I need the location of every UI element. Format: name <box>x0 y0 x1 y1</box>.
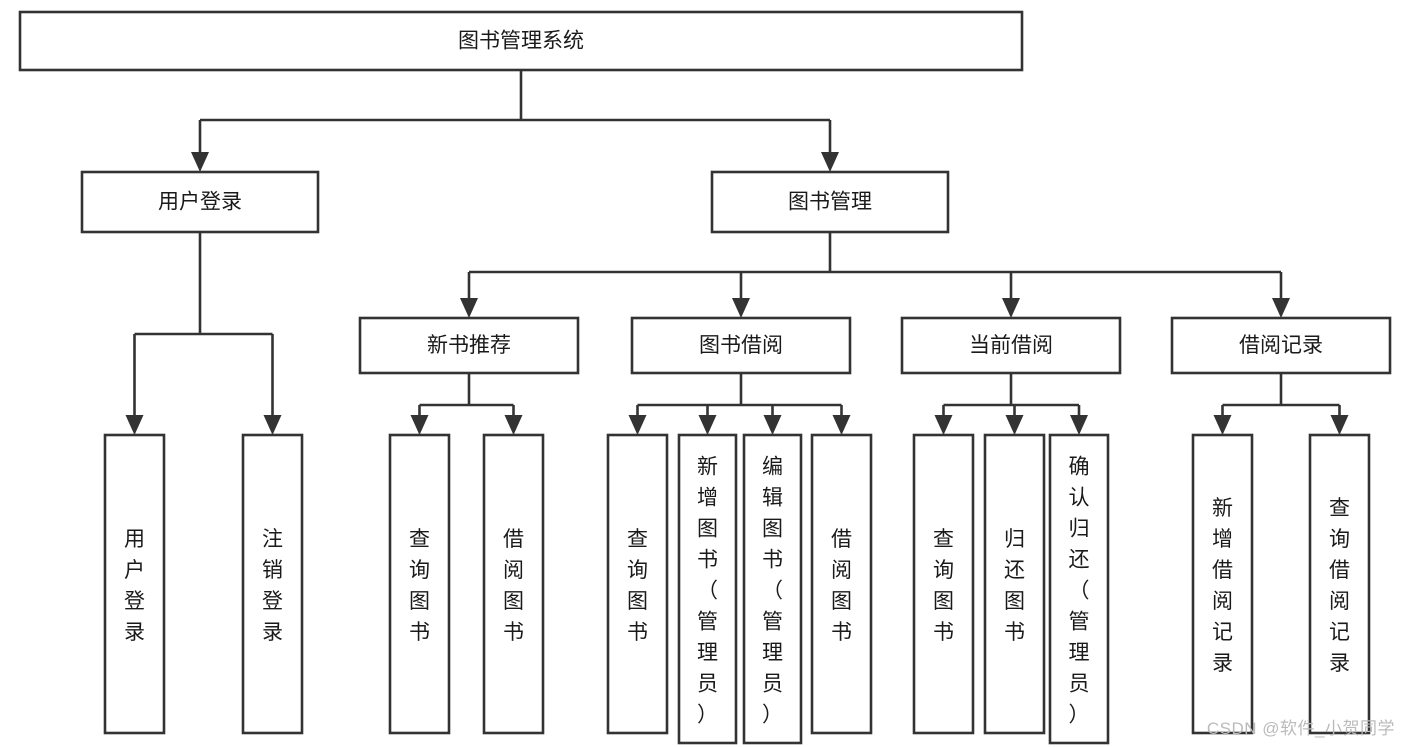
node-leaf-logout[interactable]: 注销登录 <box>241 433 304 735</box>
node-leaf-borrow-book-recommend[interactable]: 借阅图书 <box>482 433 545 735</box>
node-leaf-query-borrow-record[interactable]: 查询借阅记录 <box>1308 433 1371 735</box>
node-box <box>388 433 451 735</box>
node-box <box>241 433 304 735</box>
arrow-head-icon <box>1272 298 1290 318</box>
node-box <box>983 433 1046 735</box>
connectors-layer <box>125 70 1349 435</box>
node-book-borrow[interactable]: 图书借阅 <box>630 316 852 375</box>
node-leaf-edit-book[interactable]: 编辑图书（管理员） <box>742 433 803 745</box>
arrow-head-icon <box>1330 415 1349 435</box>
arrow-head-icon <box>1213 415 1232 435</box>
arrow-head-icon <box>934 415 953 435</box>
node-box <box>1308 433 1371 735</box>
node-box <box>710 170 950 234</box>
node-new-book-recommend[interactable]: 新书推荐 <box>358 316 580 375</box>
arrow-head-icon <box>698 415 717 435</box>
node-root-system[interactable]: 图书管理系统 <box>18 10 1024 72</box>
node-label: 图书管理 <box>788 191 872 214</box>
node-leaf-borrow-book[interactable]: 借阅图书 <box>810 433 873 735</box>
node-label: 图书管理系统 <box>458 30 584 53</box>
arrow-head-icon <box>460 298 478 318</box>
node-label: 编辑图书（管理员） <box>762 456 783 727</box>
node-user-login[interactable]: 用户登录 <box>80 170 320 234</box>
node-box <box>677 433 738 745</box>
node-leaf-query-book-recommend[interactable]: 查询图书 <box>388 433 451 735</box>
arrow-head-icon <box>821 152 839 172</box>
node-label: 新增图书（管理员） <box>697 456 718 727</box>
node-label: 借阅图书 <box>831 528 852 644</box>
node-label: 用户登录 <box>158 191 242 214</box>
node-box <box>810 433 873 735</box>
node-box <box>1170 316 1392 375</box>
node-label: 查询借阅记录 <box>1329 497 1350 675</box>
node-box <box>482 433 545 735</box>
node-label: 借阅记录 <box>1239 334 1323 357</box>
node-box <box>912 433 975 735</box>
node-label: 当前借阅 <box>969 334 1053 357</box>
node-borrow-record[interactable]: 借阅记录 <box>1170 316 1392 375</box>
arrow-head-icon <box>1002 298 1020 318</box>
nodes-layer: 图书管理系统用户登录图书管理新书推荐图书借阅当前借阅借阅记录用户登录注销登录查询… <box>18 10 1392 745</box>
node-current-borrow[interactable]: 当前借阅 <box>900 316 1122 375</box>
node-label: 查询图书 <box>409 528 430 644</box>
arrow-head-icon <box>263 415 282 435</box>
node-box <box>1048 433 1110 745</box>
node-leaf-return-book[interactable]: 归还图书 <box>983 433 1046 735</box>
node-box <box>742 433 803 745</box>
node-leaf-confirm-return[interactable]: 确认归还（管理员） <box>1048 433 1110 745</box>
node-leaf-query-book-borrow[interactable]: 查询图书 <box>606 433 669 735</box>
arrow-head-icon <box>732 298 750 318</box>
node-box <box>103 433 166 735</box>
node-box <box>606 433 669 735</box>
node-leaf-query-book-current[interactable]: 查询图书 <box>912 433 975 735</box>
node-box <box>630 316 852 375</box>
node-leaf-user-login[interactable]: 用户登录 <box>103 433 166 735</box>
arrow-head-icon <box>763 415 782 435</box>
node-label: 新书推荐 <box>427 334 511 357</box>
node-book-management[interactable]: 图书管理 <box>710 170 950 234</box>
node-label: 确认归还（管理员） <box>1069 456 1090 727</box>
node-label: 新增借阅记录 <box>1212 497 1233 675</box>
arrow-head-icon <box>1005 415 1024 435</box>
arrow-head-icon <box>832 415 851 435</box>
node-label: 借阅图书 <box>503 528 524 644</box>
node-label: 注销登录 <box>262 528 283 644</box>
arrow-head-icon <box>504 415 523 435</box>
arrow-head-icon <box>191 152 209 172</box>
arrow-head-icon <box>628 415 647 435</box>
arrow-head-icon <box>125 415 144 435</box>
arrow-head-icon <box>410 415 429 435</box>
arrow-head-icon <box>1070 415 1088 435</box>
node-box <box>80 170 320 234</box>
node-box <box>900 316 1122 375</box>
node-label: 查询图书 <box>933 528 954 644</box>
node-leaf-add-book[interactable]: 新增图书（管理员） <box>677 433 738 745</box>
node-label: 归还图书 <box>1004 528 1025 644</box>
node-label: 图书借阅 <box>699 334 783 357</box>
node-label: 查询图书 <box>627 528 648 644</box>
node-box <box>18 10 1024 72</box>
node-leaf-add-borrow-record[interactable]: 新增借阅记录 <box>1191 433 1254 735</box>
node-box <box>1191 433 1254 735</box>
node-box <box>358 316 580 375</box>
node-label: 用户登录 <box>124 528 145 644</box>
